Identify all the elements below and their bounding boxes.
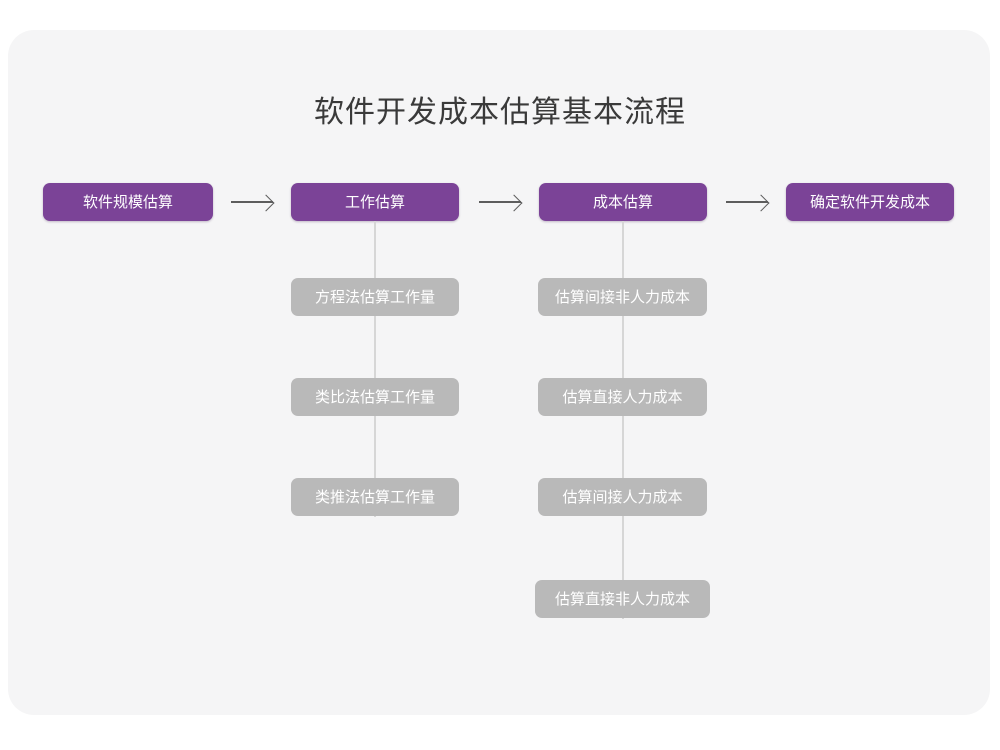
arrow-shaft-icon [479, 201, 521, 203]
branch-connector-cost-estimation [622, 221, 624, 619]
page-title: 软件开发成本估算基本流程 [314, 96, 686, 129]
branch-node-indirect-labor-cost[interactable]: 估算间接人力成本 [538, 478, 707, 516]
flow-node-software-size-estimation[interactable]: 软件规模估算 [43, 183, 213, 221]
flow-node-determine-development-cost[interactable]: 确定软件开发成本 [786, 183, 954, 221]
diagram-panel [8, 30, 990, 715]
branch-node-equation-method-workload[interactable]: 方程法估算工作量 [291, 278, 459, 316]
branch-connector-work-estimation [374, 221, 376, 517]
arrow-shaft-icon [231, 201, 273, 203]
flow-node-cost-estimation[interactable]: 成本估算 [539, 183, 707, 221]
branch-node-direct-nonlabor-cost[interactable]: 估算直接非人力成本 [535, 580, 710, 618]
flow-node-work-estimation[interactable]: 工作估算 [291, 183, 459, 221]
branch-node-analogy-method-workload[interactable]: 类比法估算工作量 [291, 378, 459, 416]
arrow-shaft-icon [726, 201, 768, 203]
branch-node-inference-method-workload[interactable]: 类推法估算工作量 [291, 478, 459, 516]
branch-node-indirect-nonlabor-cost[interactable]: 估算间接非人力成本 [538, 278, 707, 316]
branch-node-direct-labor-cost[interactable]: 估算直接人力成本 [538, 378, 707, 416]
